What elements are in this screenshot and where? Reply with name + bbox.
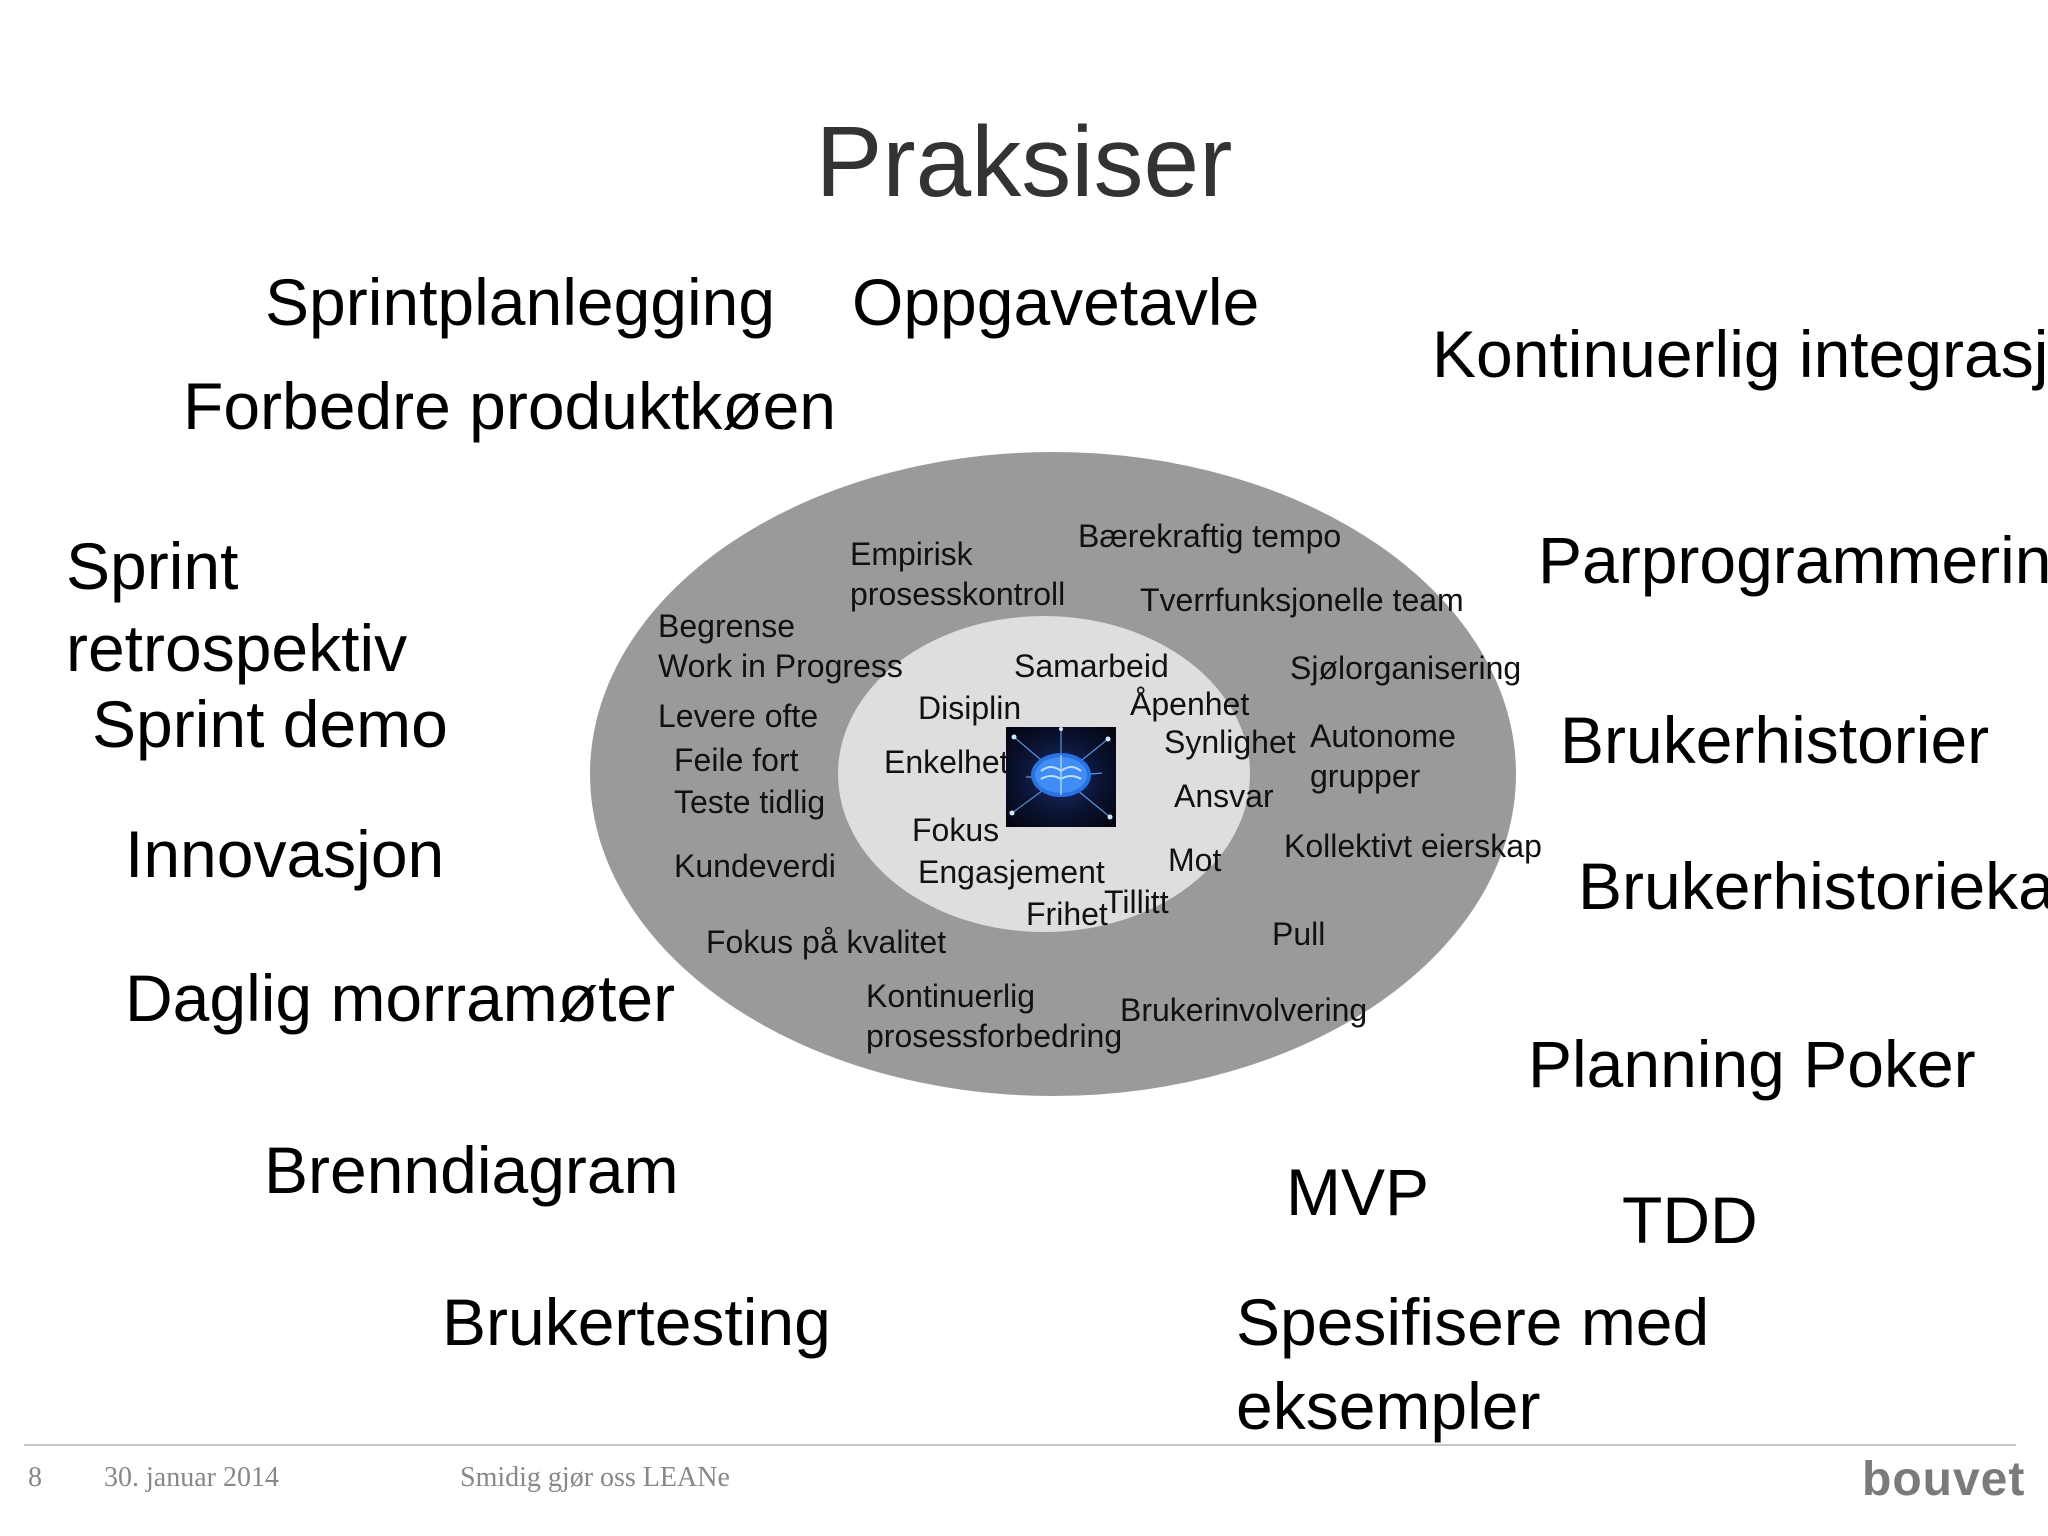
principle-autonome: Autonome (1310, 718, 1456, 754)
principle-kundeverdi: Kundeverdi (674, 848, 836, 884)
principle-prosessforbedring: prosessforbedring (866, 1018, 1123, 1054)
practice-brukerhistoriekart: Brukerhistoriekart (1578, 849, 2048, 923)
practice-sprint-retrospektiv-line2: retrospektiv (66, 611, 408, 685)
practice-parprogrammering: Parprogrammering (1538, 523, 2048, 597)
principle-prosesskontroll: prosesskontroll (850, 576, 1066, 612)
value-frihet: Frihet (1026, 896, 1108, 932)
practice-brukertesting: Brukertesting (442, 1285, 831, 1359)
principle-sjolorganisering: Sjølorganisering (1290, 650, 1522, 686)
practice-brenndiagram: Brenndiagram (264, 1133, 679, 1207)
practice-planning-poker: Planning Poker (1528, 1027, 1976, 1101)
practice-spesifisere-med-eksempler-line2: eksempler (1236, 1369, 1541, 1443)
value-engasjement: Engasjement (918, 854, 1105, 890)
practice-forbedre-produktkoen: Forbedre produktkøen (183, 369, 837, 443)
principle-grupper: grupper (1310, 758, 1421, 794)
principle-kontinuerlig: Kontinuerlig (866, 978, 1035, 1014)
value-synlighet: Synlighet (1164, 724, 1296, 760)
principle-brukerinvolvering: Brukerinvolvering (1120, 992, 1368, 1028)
principle-feile-fort: Feile fort (674, 742, 799, 778)
principle-pull: Pull (1272, 916, 1326, 952)
principle-baerekraftig-tempo: Bærekraftig tempo (1078, 518, 1342, 554)
principle-tverrfunksjonelle-team: Tverrfunksjonelle team (1140, 582, 1464, 618)
practice-brukerhistorier: Brukerhistorier (1560, 703, 1990, 777)
principle-kollektivt-eierskap: Kollektivt eierskap (1284, 828, 1542, 864)
practice-sprintplanlegging: Sprintplanlegging (265, 265, 776, 339)
value-fokus: Fokus (912, 812, 1000, 848)
principle-fokus-pa-kvalitet: Fokus på kvalitet (706, 924, 947, 960)
footer-date: 30. januar 2014 (104, 1462, 279, 1493)
value-tillitt: Tillitt (1104, 884, 1169, 920)
principle-empirisk: Empirisk (850, 536, 973, 572)
practice-kontinuerlig-integrasjon: Kontinuerlig integrasjon (1432, 317, 2048, 391)
footer-page-number: 8 (28, 1462, 42, 1493)
value-enkelhet: Enkelhet (884, 744, 1009, 780)
slide-title: Praksiser (815, 106, 1233, 218)
brain-icon (1006, 727, 1116, 827)
value-disiplin: Disiplin (918, 690, 1022, 726)
practice-daglig-morramoter: Daglig morramøter (125, 961, 676, 1035)
footer-presentation-title: Smidig gjør oss LEANe (460, 1462, 730, 1493)
principle-work-in-progress: Work in Progress (658, 648, 903, 684)
value-samarbeid: Samarbeid (1014, 648, 1169, 684)
principle-begrense: Begrense (658, 608, 795, 644)
practice-mvp: MVP (1286, 1155, 1430, 1229)
value-mot: Mot (1168, 842, 1222, 878)
practice-tdd: TDD (1622, 1183, 1758, 1257)
bouvet-logo: bouvet (1862, 1453, 2026, 1506)
principle-levere-ofte: Levere ofte (658, 698, 819, 734)
value-ansvar: Ansvar (1174, 778, 1274, 814)
practice-spesifisere-med-eksempler-line1: Spesifisere med (1236, 1285, 1710, 1359)
principle-teste-tidlig: Teste tidlig (674, 784, 826, 820)
practice-sprint-demo: Sprint demo (92, 687, 448, 761)
practice-sprint-retrospektiv-line1: Sprint (66, 529, 239, 603)
practice-oppgavetavle: Oppgavetavle (852, 265, 1260, 339)
practice-innovasjon: Innovasjon (125, 817, 445, 891)
footer-divider (24, 1444, 2016, 1446)
value-apenhet: Åpenhet (1130, 686, 1250, 722)
